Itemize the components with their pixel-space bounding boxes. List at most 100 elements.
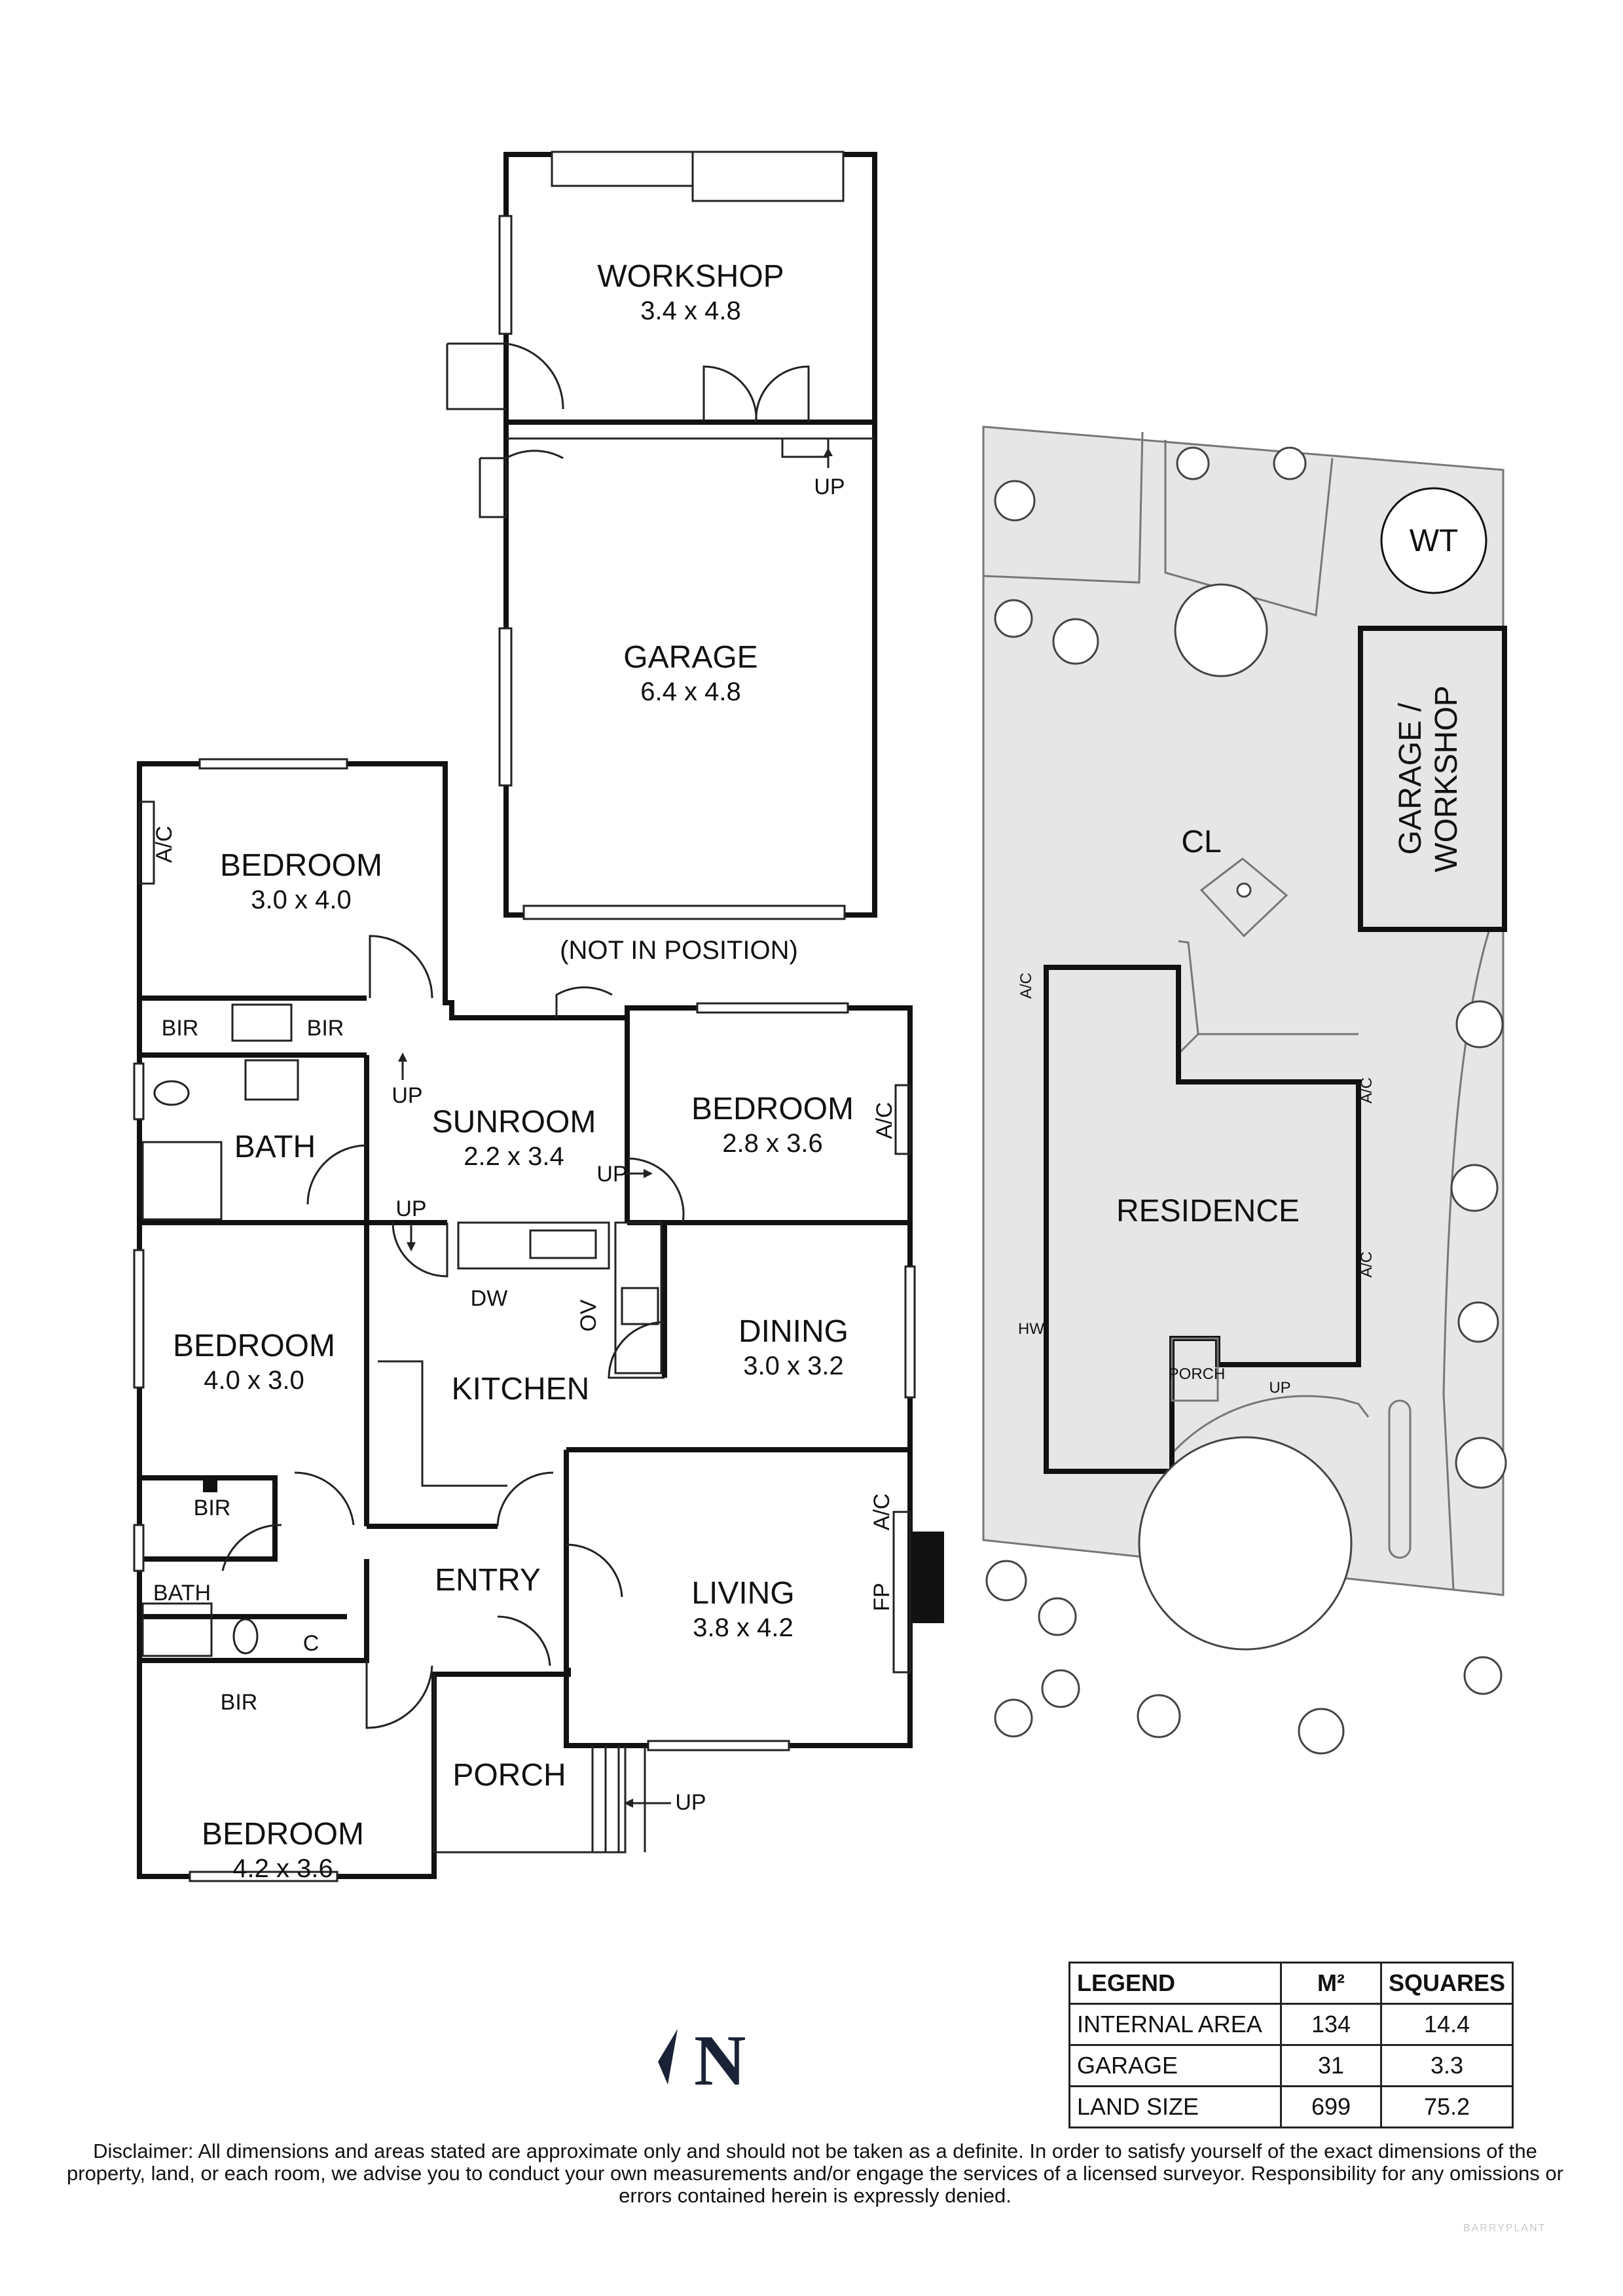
bed1-door [369, 935, 433, 999]
sunroom-up-arrowhead-2 [644, 1169, 653, 1178]
ov-label: OV [576, 1299, 601, 1331]
workshop-window-left [551, 151, 694, 187]
bed3-window [133, 1249, 145, 1389]
bath1-door [306, 1144, 367, 1205]
tree-small-12 [1455, 1000, 1504, 1049]
shower-2 [141, 1602, 213, 1657]
fp-label: FP [869, 1583, 894, 1611]
kitchen-counter [457, 1221, 610, 1270]
tree-small-6 [985, 1560, 1027, 1602]
tree-small-11 [1298, 1708, 1345, 1755]
tree-small-13 [1450, 1164, 1499, 1212]
bath-vanity [244, 1059, 299, 1101]
site-hw-label: HW [1018, 1320, 1044, 1338]
site-side-path [1442, 929, 1491, 1591]
bed1-dim: 3.0 x 4.0 [251, 886, 351, 914]
garage-side-window [498, 627, 513, 787]
bed1-name: BEDROOM [220, 848, 382, 883]
legend-row-m2: 699 [1280, 2085, 1382, 2128]
bath2-fixture-marker [203, 1478, 217, 1492]
cupboard-label: C [303, 1631, 319, 1656]
fireplace-hearth [892, 1511, 911, 1674]
workshop-side-window [498, 215, 513, 335]
porch-outline [433, 1674, 627, 1854]
toilet-1 [153, 1080, 190, 1106]
living-window [647, 1740, 790, 1751]
sunroom-up-label-2: UP [596, 1162, 627, 1187]
dining-name: DINING [739, 1314, 848, 1349]
garage-dim: 6.4 x 4.8 [640, 677, 740, 706]
clothesline [1199, 857, 1288, 938]
kitchen-sink [529, 1229, 597, 1259]
bed4-door [365, 1660, 433, 1729]
bed1-window [198, 758, 348, 770]
tree-small-1 [1052, 618, 1099, 665]
living-door [566, 1543, 623, 1598]
sunroom-up-label-1: UP [392, 1083, 422, 1108]
legend-row-squares: 3.3 [1379, 2044, 1514, 2087]
bath2-door [221, 1524, 282, 1571]
workshop-name: WORKSHOP [597, 259, 784, 294]
bed2-door [627, 1157, 685, 1223]
legend-row-m2: 134 [1280, 2003, 1382, 2046]
bath1-name: BATH [234, 1130, 316, 1164]
legend-row-label: LAND SIZE [1068, 2085, 1282, 2128]
front-door [497, 1615, 551, 1666]
garage-name: GARAGE [623, 640, 757, 675]
bed2-ac-unit [894, 1084, 911, 1155]
sunroom-up-label-3: UP [395, 1196, 426, 1221]
bed4-name: BEDROOM [202, 1817, 364, 1852]
tree-small-8 [1038, 1597, 1077, 1636]
north-arrow: N [648, 2019, 779, 2100]
cl-label: CL [1181, 825, 1221, 859]
workshop-dim: 3.4 x 4.8 [640, 296, 740, 325]
entry-door-north [496, 1471, 554, 1527]
sunroom-name: SUNROOM [432, 1105, 596, 1139]
clothesline-pole [1236, 882, 1252, 898]
garage-side-door [479, 450, 564, 518]
bir-label-4: BIR [221, 1690, 258, 1715]
garage-up-arrowhead [824, 448, 833, 456]
site-entry-path [1177, 940, 1359, 1055]
residence-label: RESIDENCE [1116, 1194, 1300, 1229]
kitchen-name: KITCHEN [452, 1372, 590, 1407]
tree-small-2 [994, 480, 1036, 522]
large-tree [1138, 1436, 1353, 1651]
site-garage-label-2: WORKSHOP [1429, 685, 1464, 872]
site-garage-label-1: GARAGE / [1393, 702, 1428, 855]
wall-living [564, 1447, 910, 1674]
site-plan: WT GARAGE / WORKSHOP CL RESIDENCE PORCH … [982, 425, 1507, 1755]
workshop-window-right [691, 151, 845, 202]
garage-step [781, 437, 830, 458]
legend-row-squares: 75.2 [1379, 2085, 1514, 2128]
site-front-bed [1158, 1395, 1370, 1470]
house-perimeter [137, 761, 913, 1879]
legend-header-m2: M² [1280, 1962, 1382, 2005]
legend-row: LAND SIZE 699 75.2 [1068, 2085, 1514, 2128]
living-ac-label: A/C [869, 1494, 894, 1531]
tree-small-3 [994, 599, 1033, 638]
site-ac-label-2: A/C [1358, 1077, 1376, 1103]
tree-small-9 [1041, 1669, 1080, 1708]
bed2-ac-label: A/C [872, 1102, 897, 1139]
north-arrow-icon [658, 2029, 678, 2085]
site-ac-label-3: A/C [1358, 1251, 1376, 1278]
bed4-dim: 4.2 x 3.6 [232, 1854, 333, 1883]
tree-small-15 [1455, 1437, 1507, 1489]
tree-small-5 [1273, 446, 1307, 480]
sunroom-up-arrowhead [398, 1052, 407, 1062]
legend-row-label: INTERNAL AREA [1068, 2003, 1282, 2046]
main-house: BEDROOM 3.0 x 4.0 A/C BIR BIR BATH UP SU… [133, 758, 944, 1883]
bed2-name: BEDROOM [691, 1092, 854, 1126]
bir-label-3: BIR [194, 1496, 231, 1520]
kitchen-bench [378, 1360, 507, 1487]
living-name: LIVING [691, 1576, 794, 1611]
workshop-double-door [702, 365, 810, 423]
north-label: N [694, 2020, 746, 2100]
porch-steps [591, 1746, 646, 1852]
tree-small-7 [994, 1698, 1033, 1738]
bed3-door [294, 1471, 355, 1526]
bed3-name: BEDROOM [173, 1329, 335, 1363]
shower-1 [141, 1141, 223, 1221]
